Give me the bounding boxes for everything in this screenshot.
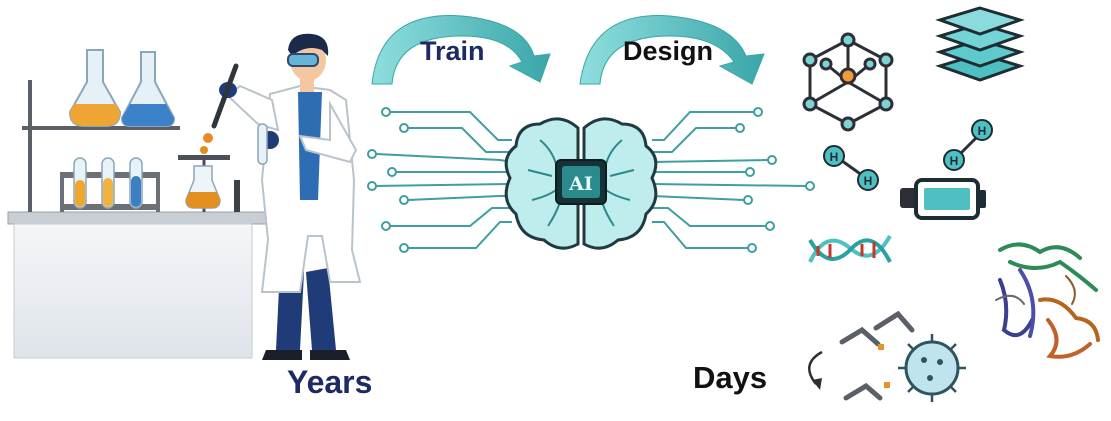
years-label: Years <box>287 364 373 400</box>
train-arrow-icon <box>371 15 551 85</box>
scientist-icon <box>200 33 362 360</box>
brain-chip-icon <box>504 117 658 250</box>
dna-helix-icon <box>808 234 892 263</box>
protein-structure-icon <box>995 242 1100 359</box>
beaker-stand-icon <box>178 155 240 212</box>
svg-text:H: H <box>950 154 959 168</box>
battery-icon <box>900 178 986 220</box>
hydrogen-molecule-icon-2: H H <box>943 119 993 171</box>
test-tubes-icon <box>73 157 143 209</box>
flask-orange-icon <box>68 49 122 127</box>
ai-chip-label: AI <box>569 173 593 195</box>
circuit-lines-left <box>367 107 513 253</box>
days-label: Days <box>693 360 768 395</box>
svg-text:H: H <box>978 124 987 138</box>
flask-blue-icon <box>120 51 176 127</box>
design-arrow-icon <box>579 15 765 85</box>
crystal-lattice-icon <box>802 32 894 132</box>
hydrogen-molecule-icon: H H <box>823 145 879 191</box>
svg-text:H: H <box>864 174 873 188</box>
layers-icon <box>935 6 1025 82</box>
svg-text:H: H <box>830 150 839 164</box>
design-label: Design <box>623 36 714 66</box>
train-label: Train <box>420 36 485 66</box>
lab-bench-icon <box>7 49 271 359</box>
virus-antibody-icon <box>808 310 966 402</box>
circuit-lines-right <box>651 107 815 253</box>
